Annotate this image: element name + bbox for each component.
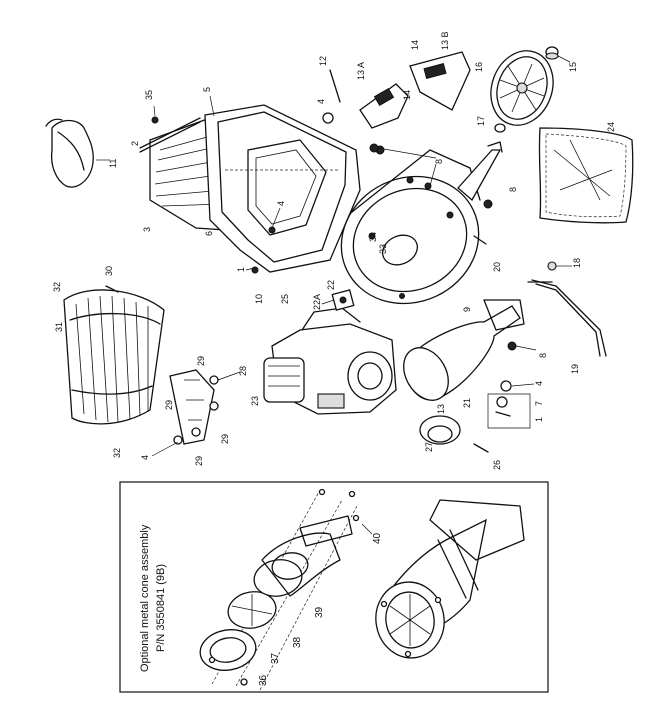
discharge-tube [457, 141, 503, 202]
label-4b: 4 [316, 99, 326, 104]
label-32a: 32 [52, 282, 62, 292]
label-14b: 14 [410, 40, 420, 50]
label-21: 21 [462, 398, 472, 408]
collection-bag [538, 127, 634, 224]
grate-guard [63, 289, 165, 425]
label-30: 30 [104, 266, 114, 276]
intake-cone [403, 299, 525, 401]
label-37: 37 [270, 652, 281, 664]
wheel [490, 50, 554, 126]
label-19: 19 [570, 364, 580, 374]
hopper [204, 104, 361, 273]
label-27: 27 [424, 442, 434, 452]
inset-part-number: P/N 3550841 (9B) [155, 564, 167, 652]
label-33: 33 [378, 244, 388, 254]
label-25: 25 [280, 294, 290, 304]
label-39: 39 [314, 606, 325, 618]
label-23: 23 [250, 396, 260, 406]
label-13a: 13 A [356, 62, 366, 80]
cone-ring [419, 415, 461, 445]
washer-17 [494, 123, 506, 133]
axle-brackets [359, 51, 471, 129]
label-10: 10 [254, 294, 264, 304]
part-labels: 35 5 2 11 3 6 4 1 10 25 22A 22 12 4 13 A… [52, 31, 616, 470]
wheel-cap [545, 46, 559, 60]
label-18: 18 [572, 258, 582, 268]
label-38: 38 [292, 636, 303, 648]
label-1b: 1 [534, 417, 544, 422]
switch-plate [331, 289, 355, 311]
label-29b: 29 [164, 400, 174, 410]
label-15: 15 [568, 62, 578, 72]
label-5: 5 [202, 87, 212, 92]
label-12: 12 [318, 56, 328, 66]
label-8b: 8 [508, 187, 518, 192]
label-4d: 4 [140, 455, 150, 460]
label-11: 11 [108, 159, 118, 168]
label-40: 40 [372, 532, 383, 544]
label-3: 3 [142, 227, 152, 232]
label-2: 2 [130, 141, 140, 146]
label-22a: 22A [312, 294, 322, 310]
label-35: 35 [144, 90, 154, 100]
label-34: 34 [368, 232, 378, 242]
label-29d: 29 [194, 456, 204, 466]
label-22: 22 [326, 280, 336, 290]
mount-brackets [169, 369, 219, 445]
optional-cone-inset: Optional metal cone assembly P/N 3550841… [119, 481, 549, 693]
label-14a: 14 [402, 90, 412, 100]
label-1a: 1 [236, 267, 246, 272]
label-24: 24 [606, 122, 616, 132]
handle [527, 279, 607, 357]
inset-title: Optional metal cone assembly [139, 524, 151, 672]
label-26: 26 [492, 460, 502, 470]
label-13b: 13 B [440, 31, 450, 50]
label-28: 28 [238, 366, 248, 376]
label-29a: 29 [196, 356, 206, 366]
engine [263, 307, 397, 415]
housing-plate [340, 145, 481, 305]
label-8c: 8 [538, 353, 548, 358]
safety-glasses [45, 118, 94, 188]
label-4a: 4 [276, 201, 286, 206]
label-8a: 8 [434, 159, 444, 164]
label-31: 31 [54, 322, 64, 332]
label-13: 13 [436, 404, 446, 414]
label-9: 9 [462, 307, 472, 312]
label-29c: 29 [220, 434, 230, 444]
label-16: 16 [474, 62, 484, 72]
label-36: 36 [258, 674, 269, 686]
label-7: 7 [534, 401, 544, 406]
label-4c: 4 [534, 381, 544, 386]
label-6: 6 [204, 231, 214, 236]
label-32b: 32 [112, 448, 122, 458]
label-20: 20 [492, 262, 502, 272]
label-17: 17 [476, 116, 486, 126]
